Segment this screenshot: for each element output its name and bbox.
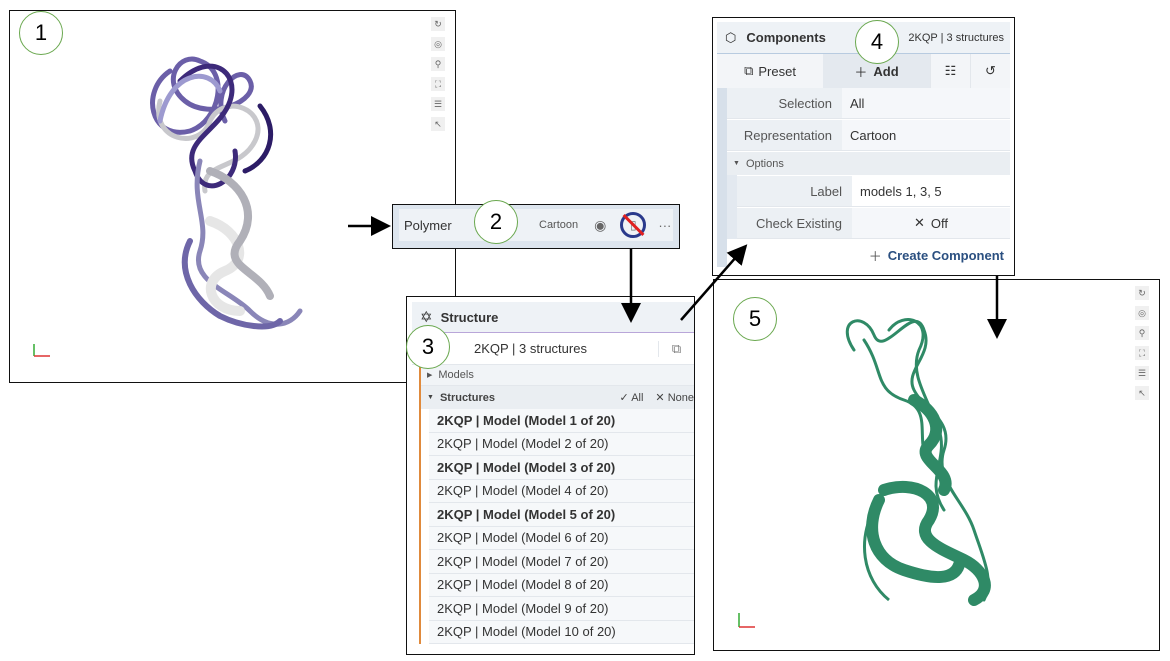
structure-panel: ✡ Structure 2KQP | 3 structures ⧉ ▶ Model…: [406, 296, 695, 655]
structure-list-item[interactable]: 2KQP | Model (Model 8 of 20): [429, 573, 694, 597]
step-number-3: 3: [406, 325, 450, 369]
options-label: Options: [745, 157, 784, 170]
structure-list-item[interactable]: 2KQP | Model (Model 1 of 20): [429, 409, 694, 433]
viewer-panel-ensemble[interactable]: ↻ ◎ ⚲ ⛶ ☰ ↖: [9, 10, 456, 383]
protein-selected-models-image: [738, 318, 991, 628]
options-button[interactable]: ☷: [930, 54, 970, 88]
components-title: Components: [746, 30, 826, 45]
structure-list-item[interactable]: 2KQP | Model (Model 7 of 20): [429, 550, 694, 574]
select-none-label: None: [667, 392, 694, 404]
controls-icon[interactable]: ☰: [431, 97, 445, 111]
collapse-structures-icon[interactable]: ▼: [427, 394, 434, 401]
expand-icon[interactable]: ⛶: [431, 77, 445, 91]
expand-models-icon[interactable]: ▶: [427, 372, 433, 379]
components-panel: ⬡ Components 2KQP | 3 structures ⧉ Preset…: [712, 17, 1015, 276]
structures-section[interactable]: Structures: [439, 391, 495, 404]
structure-list-item[interactable]: 2KQP | Model (Model 9 of 20): [429, 597, 694, 621]
bookmark-icon: ⧉: [744, 63, 754, 78]
select-all-button[interactable]: ✓ All: [619, 392, 644, 404]
check-existing-value: Off: [930, 215, 948, 231]
collapse-icon: ▼: [733, 160, 740, 167]
add-label: Add: [873, 63, 899, 79]
expand-icon[interactable]: ⛶: [1135, 346, 1149, 360]
step-number-5: 5: [733, 297, 777, 341]
screenshot-icon[interactable]: ◎: [431, 37, 445, 51]
plus-icon: ＋: [854, 64, 868, 80]
delete-icon[interactable]: ▯: [620, 212, 647, 238]
create-component-label: Create Component: [887, 247, 1004, 263]
protein-ensemble-image: [33, 56, 303, 357]
select-all-label: All: [631, 392, 644, 404]
representation-label[interactable]: Cartoon: [539, 219, 579, 231]
bookmark-icon[interactable]: ⧉: [658, 340, 694, 357]
step-number-1: 1: [19, 11, 63, 55]
structure-list-item[interactable]: 2KQP | Model (Model 10 of 20): [429, 620, 694, 644]
select-mode-icon[interactable]: ↖: [1135, 386, 1149, 400]
select-mode-icon[interactable]: ↖: [431, 117, 445, 131]
step-number-2: 2: [474, 200, 518, 244]
label-input[interactable]: models 1, 3, 5: [852, 176, 1010, 206]
settings-icon[interactable]: ⚲: [431, 57, 445, 71]
structure-list: 2KQP | Model (Model 1 of 20)2KQP | Model…: [429, 409, 694, 644]
select-none-button[interactable]: ✕ None: [655, 392, 694, 404]
eye-icon[interactable]: ◉: [594, 216, 607, 233]
structure-title: Structure: [440, 309, 499, 325]
screenshot-icon[interactable]: ◎: [1135, 306, 1149, 320]
sliders-icon: ☷: [944, 63, 957, 78]
polymer-label[interactable]: Polymer: [404, 217, 452, 233]
x-icon: ✕: [913, 215, 925, 230]
reset-camera-icon[interactable]: ↻: [1135, 286, 1149, 300]
preset-label: Preset: [758, 63, 796, 79]
controls-icon[interactable]: ☰: [1135, 366, 1149, 380]
components-icon: ⬡: [725, 29, 737, 45]
step-number-4: 4: [855, 20, 899, 64]
check-existing-label: Check Existing: [737, 208, 852, 238]
viewer-panel-selected-models[interactable]: ↻ ◎ ⚲ ⛶ ☰ ↖: [713, 279, 1160, 651]
representation-label: Representation: [727, 120, 842, 150]
structure-selection[interactable]: 2KQP | 3 structures: [474, 341, 587, 356]
more-options-icon[interactable]: ···: [658, 217, 672, 233]
selection-label: Selection: [727, 88, 842, 118]
check-existing-toggle[interactable]: ✕ Off: [852, 208, 1010, 238]
structure-list-item[interactable]: 2KQP | Model (Model 3 of 20): [429, 456, 694, 480]
structure-list-item[interactable]: 2KQP | Model (Model 5 of 20): [429, 503, 694, 527]
polymer-component-row[interactable]: Polymer Cartoon ◉ ▯ ···: [392, 204, 680, 249]
history-icon: ↺: [985, 63, 996, 78]
arrow-3-to-4: [680, 244, 748, 321]
create-component-button[interactable]: ＋ Create Component: [727, 240, 1010, 270]
reset-camera-icon[interactable]: ↻: [431, 17, 445, 31]
structure-list-item[interactable]: 2KQP | Model (Model 2 of 20): [429, 432, 694, 456]
representation-value[interactable]: Cartoon: [842, 120, 1010, 150]
structure-list-item[interactable]: 2KQP | Model (Model 4 of 20): [429, 479, 694, 503]
models-section[interactable]: Models: [438, 369, 474, 381]
components-subtitle: 2KQP | 3 structures: [908, 31, 1004, 44]
plus-icon: ＋: [868, 248, 882, 264]
label-field-label: Label: [737, 176, 852, 206]
options-section[interactable]: ▼ Options: [727, 152, 1010, 175]
history-button[interactable]: ↺: [970, 54, 1010, 88]
preset-button[interactable]: ⧉ Preset: [717, 54, 823, 88]
viewer-toolbar: ↻ ◎ ⚲ ⛶ ☰ ↖: [431, 17, 445, 131]
structure-list-item[interactable]: 2KQP | Model (Model 6 of 20): [429, 526, 694, 550]
selection-value[interactable]: All: [842, 88, 1010, 118]
settings-icon[interactable]: ⚲: [1135, 326, 1149, 340]
viewer-toolbar: ↻ ◎ ⚲ ⛶ ☰ ↖: [1135, 286, 1149, 400]
structure-icon: ✡: [420, 309, 433, 326]
